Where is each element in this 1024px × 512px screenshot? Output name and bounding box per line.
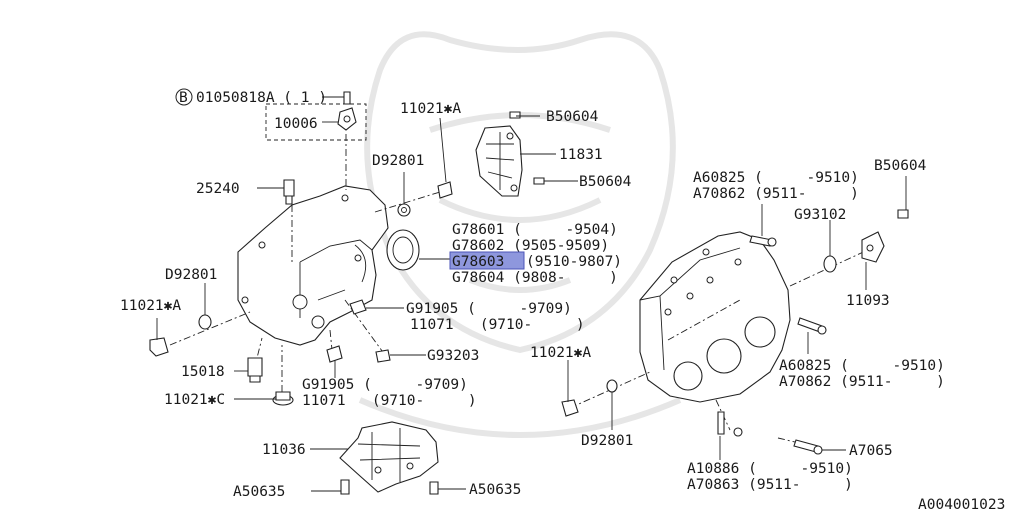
leader-lines [156,96,907,492]
part-A10886-stud[interactable] [717,411,743,437]
part-11021A-plug-top[interactable] [437,181,453,199]
label-G91905-b[interactable]: G91905 ( -9709) [302,377,468,393]
part-D92801-washer-top[interactable] [397,203,411,217]
part-G93203-plug[interactable] [375,349,391,363]
part-A50635-bolt-right[interactable] [429,481,439,495]
part-G91905-plug-b[interactable] [326,345,343,363]
label-G91905-a[interactable]: G91905 ( -9709) [406,301,572,317]
label-B-circle: B [175,88,193,106]
label-B50604-b[interactable]: B50604 [579,174,632,190]
label-G93203[interactable]: G93203 [427,348,479,364]
label-11071-b[interactable]: 11071 (9710- ) [302,393,477,409]
part-11093-bracket[interactable] [861,231,885,263]
part-10006-sensor[interactable] [337,91,357,131]
part-11021A-plug-left[interactable] [149,337,169,357]
part-G91905-plug-a[interactable] [349,299,367,315]
part-11036-baffle[interactable] [339,421,439,493]
highlight-G78603 [449,251,525,270]
label-25240[interactable]: 25240 [196,181,240,197]
part-11021A-plug-mid[interactable] [561,399,579,417]
label-D92801-mid[interactable]: D92801 [581,433,633,449]
label-11071-a[interactable]: 11071 (9710- ) [410,317,585,333]
part-B50604-bolt-a[interactable] [509,111,521,119]
label-A7065[interactable]: A7065 [849,443,893,459]
part-D92801-washer-mid[interactable] [606,379,618,393]
part-D92801-washer-left[interactable] [198,314,212,330]
part-G78603-oil-seal[interactable] [386,229,420,271]
part-11831-cover[interactable] [475,125,523,197]
part-G93102-plug[interactable] [823,255,837,273]
label-A70863[interactable]: A70863 (9511- ) [687,477,853,493]
label-15018[interactable]: 15018 [181,364,225,380]
part-A7065-bolt[interactable] [793,439,823,455]
part-A60825-bolt-top[interactable] [749,235,777,247]
part-B50604-bolt-b[interactable] [533,177,545,185]
sensor-group-box [265,103,367,141]
label-A10886[interactable]: A10886 ( -9510) [687,461,853,477]
label-11831[interactable]: 11831 [559,147,603,163]
label-D92801-top[interactable]: D92801 [372,153,424,169]
label-G78603-range: (9510-9807) [526,254,622,270]
label-D92801-left[interactable]: D92801 [165,267,217,283]
label-A60825-bottom[interactable]: A60825 ( -9510) [779,358,945,374]
label-A50635-right[interactable]: A50635 [469,482,521,498]
label-A70862-bottom[interactable]: A70862 (9511- ) [779,374,945,390]
label-G78601[interactable]: G78601 ( -9504) [452,222,618,238]
right-crankcase[interactable] [639,231,791,403]
label-11036[interactable]: 11036 [262,442,306,458]
label-G78604[interactable]: G78604 (9808- ) [452,270,618,286]
part-A60825-bolt-bottom[interactable] [797,317,827,335]
diagram-id: A004001023 [918,497,1005,512]
left-cover-housing[interactable] [237,185,389,346]
label-10006[interactable]: 10006 [274,116,318,132]
part-B50604-bolt-right[interactable] [897,209,909,219]
label-11021A-mid[interactable]: 11021✱A [530,345,591,361]
label-A50635-left[interactable]: A50635 [233,484,285,500]
label-A60825-top[interactable]: A60825 ( -9510) [693,170,859,186]
label-11093[interactable]: 11093 [846,293,890,309]
part-A50635-bolt-left[interactable] [340,479,350,495]
label-11021A-top[interactable]: 11021✱A [400,101,461,117]
label-A70862-top[interactable]: A70862 (9511- ) [693,186,859,202]
label-G93102[interactable]: G93102 [794,207,846,223]
part-25240-sensor[interactable] [283,179,295,205]
label-G78602[interactable]: G78602 (9505-9509) [452,238,609,254]
label-G78603[interactable]: G78603 [452,254,504,270]
part-15018-plug[interactable] [247,357,263,383]
part-11021C-plug[interactable] [272,391,294,406]
label-B50604-right[interactable]: B50604 [874,158,927,174]
label-B-letter: B [179,90,188,106]
label-11021C[interactable]: 11021✱C [164,392,225,408]
label-11021A-left[interactable]: 11021✱A [120,298,181,314]
label-01050818A[interactable]: 01050818A ( 1 ) [196,90,327,106]
label-B50604-a[interactable]: B50604 [546,109,599,125]
